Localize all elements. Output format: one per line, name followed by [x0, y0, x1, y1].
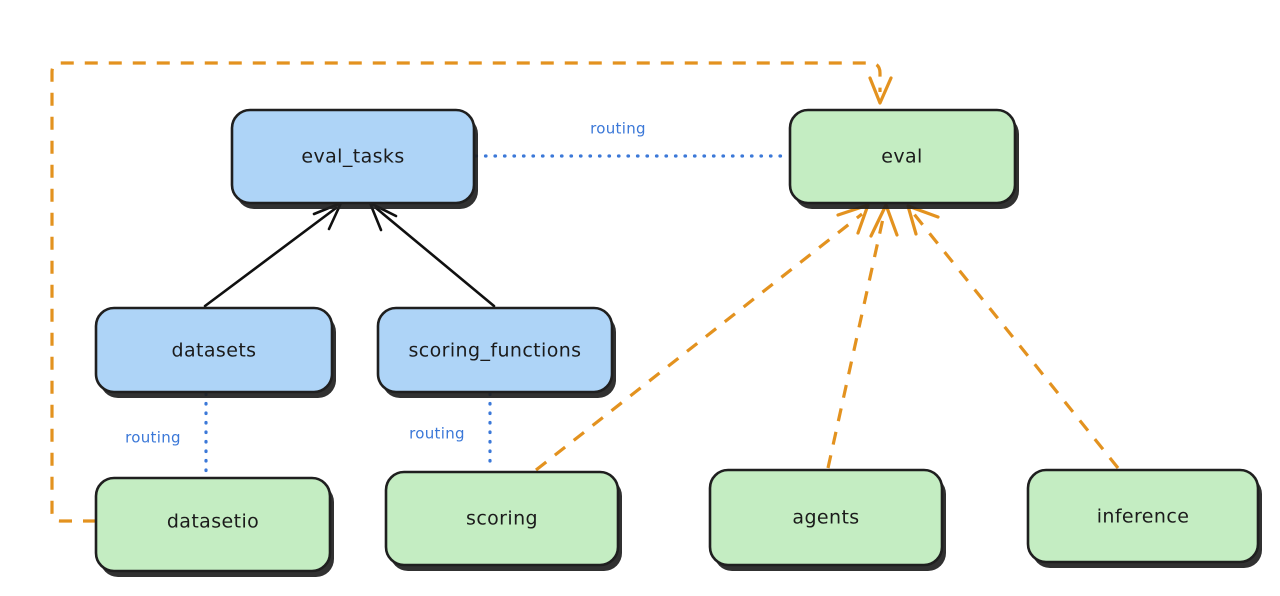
node-datasetio-label: datasetio	[167, 511, 259, 533]
edge-scoring-functions-eval-tasks-path	[374, 206, 496, 308]
edge-inference-eval-path	[912, 212, 1120, 470]
edge-scoring-eval-path	[535, 212, 863, 472]
node-eval-box	[788, 108, 1017, 205]
node-scoring-functions-box	[376, 306, 614, 394]
node-agents[interactable]: agents	[708, 468, 946, 571]
edge-layer	[50, 61, 1120, 523]
edge-datasets-eval-tasks	[203, 201, 343, 308]
edge-label-layer: routing routing routing	[125, 120, 646, 447]
node-datasets-box	[94, 306, 334, 394]
node-layer: eval_tasks eval datasets scoring_functio…	[94, 108, 1262, 577]
edge-label-routing-datasets-datasetio: routing	[125, 429, 181, 447]
node-datasetio-box	[94, 476, 332, 573]
node-scoring-label: scoring	[466, 508, 538, 530]
node-agents-label: agents	[792, 507, 859, 529]
edge-agents-eval-path	[826, 213, 886, 469]
edge-scoring-functions-eval-tasks	[368, 201, 496, 308]
node-scoring-functions-label: scoring_functions	[409, 340, 582, 362]
node-eval-tasks-label: eval_tasks	[301, 146, 404, 168]
edge-agents-eval	[826, 203, 899, 469]
edge-label-routing-eval-tasks-eval: routing	[590, 120, 646, 138]
node-scoring[interactable]: scoring	[384, 470, 622, 571]
edge-datasetio-eval-arrowhead	[868, 76, 893, 105]
node-agents-box	[708, 468, 944, 567]
edge-datasetio-eval	[50, 61, 893, 523]
edge-inference-eval-arrowhead	[906, 204, 940, 236]
node-scoring-functions[interactable]: scoring_functions	[376, 306, 616, 398]
edge-datasets-eval-tasks-path	[203, 206, 338, 308]
edge-agents-eval-arrowhead	[869, 203, 899, 238]
edge-inference-eval	[906, 204, 1120, 470]
node-scoring-box	[384, 470, 620, 567]
node-inference-label: inference	[1097, 506, 1190, 528]
node-eval-tasks-box	[230, 108, 476, 205]
node-inference[interactable]: inference	[1026, 468, 1262, 568]
edge-datasetio-eval-path	[50, 61, 882, 523]
node-eval[interactable]: eval	[788, 108, 1019, 209]
node-datasets[interactable]: datasets	[94, 306, 336, 398]
edge-label-routing-scoring-functions-scoring: routing	[409, 425, 465, 443]
node-inference-box	[1026, 468, 1260, 564]
node-eval-tasks[interactable]: eval_tasks	[230, 108, 478, 209]
node-eval-label: eval	[881, 146, 922, 168]
node-datasetio[interactable]: datasetio	[94, 476, 334, 577]
node-datasets-label: datasets	[172, 340, 257, 362]
